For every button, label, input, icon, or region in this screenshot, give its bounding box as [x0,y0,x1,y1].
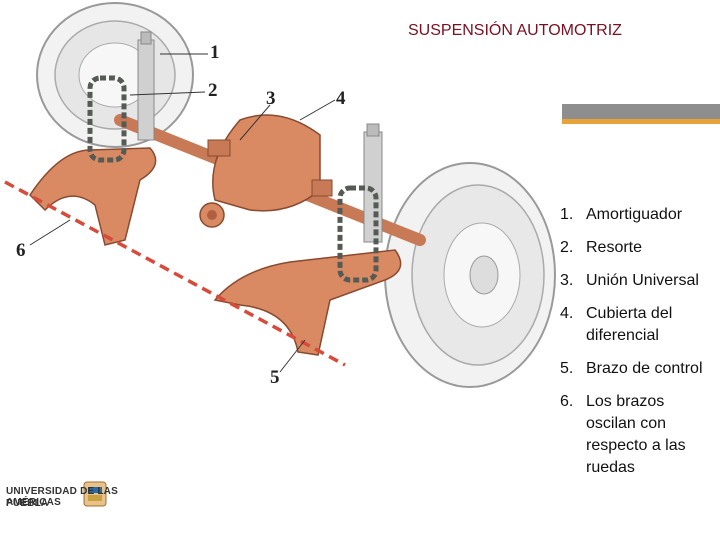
right-shock-absorber [363,123,383,243]
differential-housing [199,114,321,228]
list-item-number: 5. [560,360,574,377]
parts-list: 1. Amortiguador 2. Resorte 3. Unión Univers… [560,204,718,490]
suspension-diagram [4,2,556,388]
list-item: 5. Brazo de control [560,358,718,380]
left-wheel [36,2,194,148]
list-item-number: 1. [560,206,574,223]
callout-1: 1 [210,42,220,63]
list-item: 3. Unión Universal [560,270,718,292]
list-item-number: 6. [560,393,574,410]
list-item-label: Brazo de control [586,360,703,377]
universal-joint-left [207,139,231,157]
left-control-arm [29,147,157,246]
list-item-label: Cubierta del diferencial [586,305,673,344]
right-control-arm [213,249,402,356]
universal-joint-right [311,179,333,197]
list-item-number: 4. [560,305,574,322]
list-item-label: Amortiguador [586,206,683,223]
callout-5: 5 [270,367,280,388]
logo-text-line2: PUEBLA [6,498,49,509]
logo-seal-icon [83,481,107,507]
list-item: 2. Resorte [560,237,718,259]
accent-bar [562,104,720,124]
list-item: 4. Cubierta del diferencial [560,303,718,347]
right-spring [337,185,379,283]
list-item-number: 3. [560,272,574,289]
callout-3: 3 [266,88,276,109]
list-item-label: Resorte [586,239,643,256]
callout-2: 2 [208,80,218,101]
logo-text-line1: UNIVERSIDAD DE LAS AMÉRICAS [6,486,118,508]
list-item-number: 2. [560,239,574,256]
left-shock-absorber [137,31,155,141]
callout-6: 6 [16,240,26,261]
leader-lines [29,53,336,373]
callout-4: 4 [336,88,346,109]
pivot-axis-line [4,180,346,367]
right-wheel [384,162,556,388]
list-item-label: Unión Universal [586,272,699,289]
slide-title: SUSPENSIÓN AUTOMOTRIZ [408,22,622,39]
university-logo: UNIVERSIDAD DE LAS AMÉRICAS PUEBLA [6,478,156,518]
list-item: 6. Los brazos oscilan con respecto a las … [560,391,718,479]
list-item: 1. Amortiguador [560,204,718,226]
list-item-label: Los brazos oscilan con respecto a las ru… [586,393,686,476]
left-spring [87,75,127,163]
